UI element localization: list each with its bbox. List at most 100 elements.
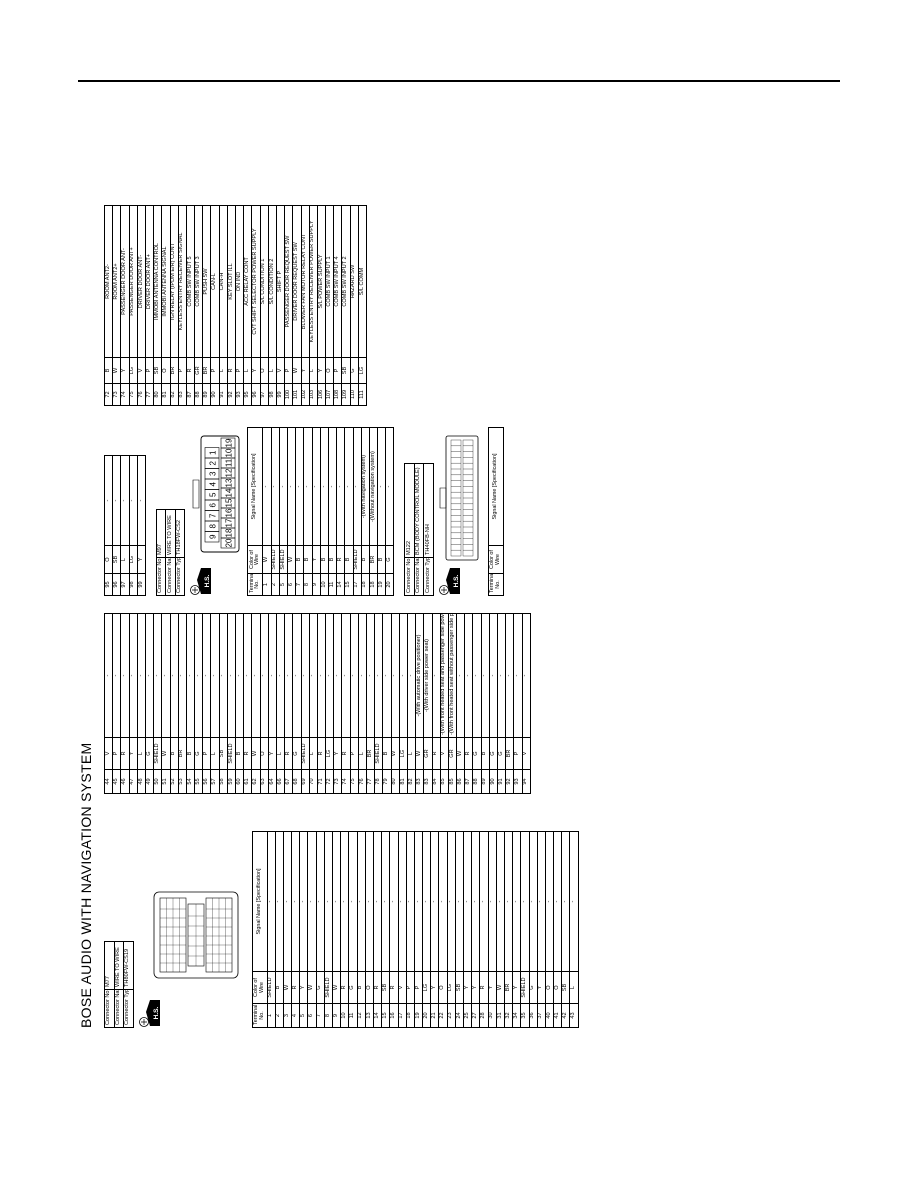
color-cell: O <box>161 357 170 384</box>
terminal-cell: 52 <box>170 769 179 794</box>
svg-text:H.S.: H.S. <box>453 574 460 587</box>
terminal-cell: 106 <box>317 383 326 406</box>
terminal-cell: 28 <box>479 1003 489 1028</box>
m77-connector-face <box>153 891 238 979</box>
pin-cell <box>205 447 220 459</box>
terminal-cell: 87 <box>464 769 473 794</box>
color-cell: B <box>235 737 244 770</box>
signal-cell: - <box>381 831 390 972</box>
terminal-cell: 23 <box>447 1003 456 1028</box>
terminal-cell: 3 <box>283 1003 292 1028</box>
signal-cell: IMMOBI ANTENNA CONTROL <box>153 205 162 358</box>
terminal-cell: 18 <box>406 1003 415 1028</box>
color-cell: LG <box>129 545 138 574</box>
color-cell: P <box>414 971 423 1004</box>
color-cell: B <box>382 737 392 770</box>
signal-cell: KEY SLOT ILL <box>227 205 236 358</box>
signal-cell: - <box>382 613 392 738</box>
signal-cell: - <box>129 455 138 546</box>
color-cell: SHIELD <box>227 737 236 770</box>
color-cell: G <box>350 357 359 384</box>
pin-label: 15 <box>225 498 234 507</box>
m122-connector-name: BCM (BODY CONTROL MODULE) <box>414 463 424 558</box>
signal-cell: -(With navigation system) <box>361 427 370 546</box>
color-cell: LG <box>422 971 431 1004</box>
color-cell: SHIELD <box>271 545 280 574</box>
color-cell: G <box>145 737 154 770</box>
terminal-cell: 15 <box>381 1003 390 1028</box>
color-cell: Y <box>312 545 321 574</box>
signal-cell: DRIVER DOOR REQUEST SW <box>292 205 301 358</box>
signal-cell: - <box>262 427 272 546</box>
color-cell: L <box>407 737 416 770</box>
color-cell: O <box>325 357 334 384</box>
signal-cell: - <box>137 613 146 738</box>
color-cell: G <box>316 971 325 1004</box>
signal-cell: - <box>569 831 579 972</box>
m77-connector-name: WIRE TO WIRE <box>114 941 124 990</box>
signal-cell: -(Without navigation system) <box>369 427 378 546</box>
terminal-cell: 46 <box>120 769 130 794</box>
signal-cell: - <box>407 613 416 738</box>
signal-cell: ROOM ANT2+ <box>112 205 121 358</box>
signal-cell: - <box>299 831 308 972</box>
terminal-cell: 11 <box>328 573 337 596</box>
terminal-cell: 48 <box>137 769 146 794</box>
color-cell: LG <box>358 357 367 384</box>
signal-cell: - <box>120 613 130 738</box>
terminal-cell: 17 <box>398 1003 407 1028</box>
terminal-cell: 94 <box>522 769 531 794</box>
color-cell: BR <box>170 357 179 384</box>
signal-cell: CAN-H <box>219 205 228 358</box>
color-cell: L <box>219 357 228 384</box>
terminal-cell: 5 <box>279 573 288 596</box>
signal-cell: - <box>512 831 521 972</box>
color-cell: G <box>489 737 498 770</box>
terminal-cell: 98 <box>129 573 138 596</box>
color-cell: L <box>137 737 146 770</box>
terminal-cell: 72 <box>104 383 113 406</box>
color-cell: B <box>377 545 386 574</box>
terminal-cell: 16 <box>389 1003 398 1028</box>
terminal-cell: 73 <box>333 769 342 794</box>
terminal-cell: 19 <box>414 1003 423 1028</box>
signal-cell: - <box>455 831 464 972</box>
signal-cell: - <box>276 613 285 738</box>
signal-cell: PASSENGER DOOR ANT- <box>120 205 130 358</box>
terminal-cell: 91 <box>497 769 506 794</box>
color-cell: G <box>385 545 394 574</box>
terminal-cell: 62 <box>251 769 261 794</box>
color-cell: R <box>479 971 489 1004</box>
signal-cell: - <box>340 831 349 972</box>
signal-cell: - <box>104 455 113 546</box>
terminal-cell: 9 <box>332 1003 341 1028</box>
signal-cell: IGN RELAY (IPDM E/R) CONT <box>170 205 179 358</box>
